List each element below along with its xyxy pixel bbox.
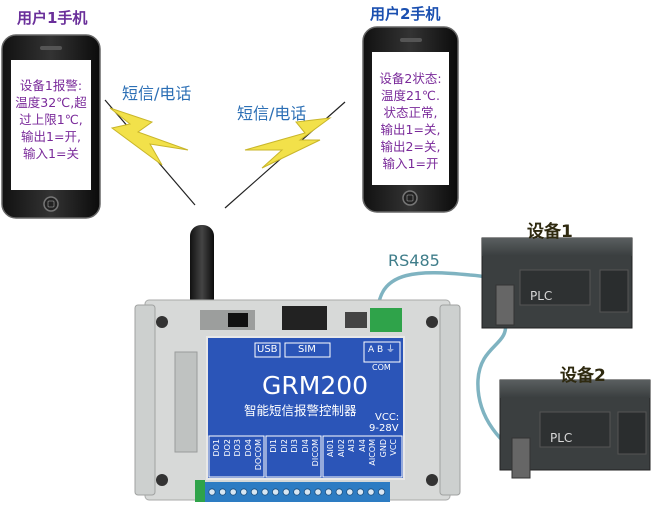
terminal-screw <box>261 488 269 496</box>
controller-subtitle: 智能短信报警控制器 <box>244 403 357 418</box>
terminal-label: DI2 <box>279 439 289 453</box>
terminal-label: DI4 <box>300 439 310 453</box>
terminal-screw <box>303 488 311 496</box>
terminal-screw <box>240 488 248 496</box>
terminal-screw <box>219 488 227 496</box>
voltage-label: 9-28V <box>369 423 399 434</box>
terminal-label: DO1 <box>212 439 221 457</box>
terminal-screw <box>293 488 301 496</box>
phone-2-line: 输出1=关, <box>380 122 441 137</box>
lightning-bolt-right <box>224 101 346 209</box>
phone-2-line: 输出2=关, <box>380 139 441 154</box>
plc-1-label: PLC <box>530 289 553 303</box>
phone-2-line: 设备2状态: <box>379 71 442 86</box>
com-label: COM <box>372 363 391 372</box>
terminal-screw <box>229 488 237 496</box>
terminal-label: DO2 <box>222 439 232 457</box>
terminal-screw <box>271 488 280 496</box>
phone-1-line: 过上限1℃, <box>19 112 83 127</box>
sms-call-label-left: 短信/电话 <box>122 84 192 103</box>
terminal-label: DO4 <box>243 439 253 457</box>
plc-2-label: PLC <box>550 431 573 445</box>
phone-2-line: 状态正常, <box>383 105 438 120</box>
phone-1-screen: 设备1报警: 温度32℃,超 过上限1℃, 输出1=开, 输入1=关 <box>11 77 91 162</box>
phone-2-line: 温度21℃. <box>381 88 440 103</box>
phone-1-line: 输出1=开, <box>21 129 81 144</box>
phone-1-line: 设备1报警: <box>19 78 83 93</box>
terminal-screw <box>377 488 386 496</box>
terminal-screw <box>314 488 322 496</box>
terminal-label: AICOM <box>368 439 377 466</box>
com-terminal-symbols: A B ⏚ <box>368 345 396 355</box>
rs485-label: RS485 <box>388 251 440 270</box>
plc-device-2 <box>499 379 651 479</box>
terminal-label: AI02 <box>336 439 346 458</box>
terminal-label: GND <box>378 439 388 458</box>
controller-panel <box>206 336 405 480</box>
phone-2-screen: 设备2状态: 温度21℃. 状态正常, 输出1=关, 输出2=关, 输入1=开 <box>372 70 449 172</box>
plc-device-1 <box>481 237 633 329</box>
terminal-label: AI3 <box>347 439 356 452</box>
terminal-label: AI4 <box>357 439 367 452</box>
model-name: GRM200 <box>262 371 369 400</box>
terminal-screw <box>356 488 364 496</box>
usb-port-label: USB <box>257 344 278 355</box>
phone-1-title: 用户1手机 <box>17 9 88 27</box>
phone-1 <box>1 34 101 219</box>
terminal-screw <box>208 488 216 496</box>
sim-slot-label: SIM <box>298 344 316 355</box>
phone-1-line: 温度32℃,超 <box>15 95 87 110</box>
lightning-bolt-left <box>104 99 196 206</box>
terminal-label: DICOM <box>311 439 320 467</box>
terminal-screw <box>282 488 290 496</box>
terminal-label: DO3 <box>233 439 242 457</box>
phone-1-line: 输入1=关 <box>23 146 79 161</box>
terminal-label: AI01 <box>326 439 335 458</box>
terminal-label: VCC <box>389 439 398 456</box>
terminal-screw <box>250 488 258 496</box>
sms-call-label-right: 短信/电话 <box>237 104 307 123</box>
vcc-label: VCC: <box>375 412 400 423</box>
terminal-screw <box>335 488 343 496</box>
phone-2-title: 用户2手机 <box>370 5 441 23</box>
terminal-label: DI1 <box>269 439 278 453</box>
phone-2-line: 输入1=开 <box>382 156 439 171</box>
terminal-label: DOCOM <box>254 439 263 471</box>
phone-2 <box>362 26 459 213</box>
terminal-screw <box>367 488 375 496</box>
terminal-label: DI3 <box>290 439 299 453</box>
terminal-screw <box>324 488 333 496</box>
terminal-screw <box>346 488 354 496</box>
device-1-title: 设备1 <box>527 222 573 242</box>
device-2-title: 设备2 <box>560 366 606 386</box>
terminal-strip <box>195 480 390 502</box>
